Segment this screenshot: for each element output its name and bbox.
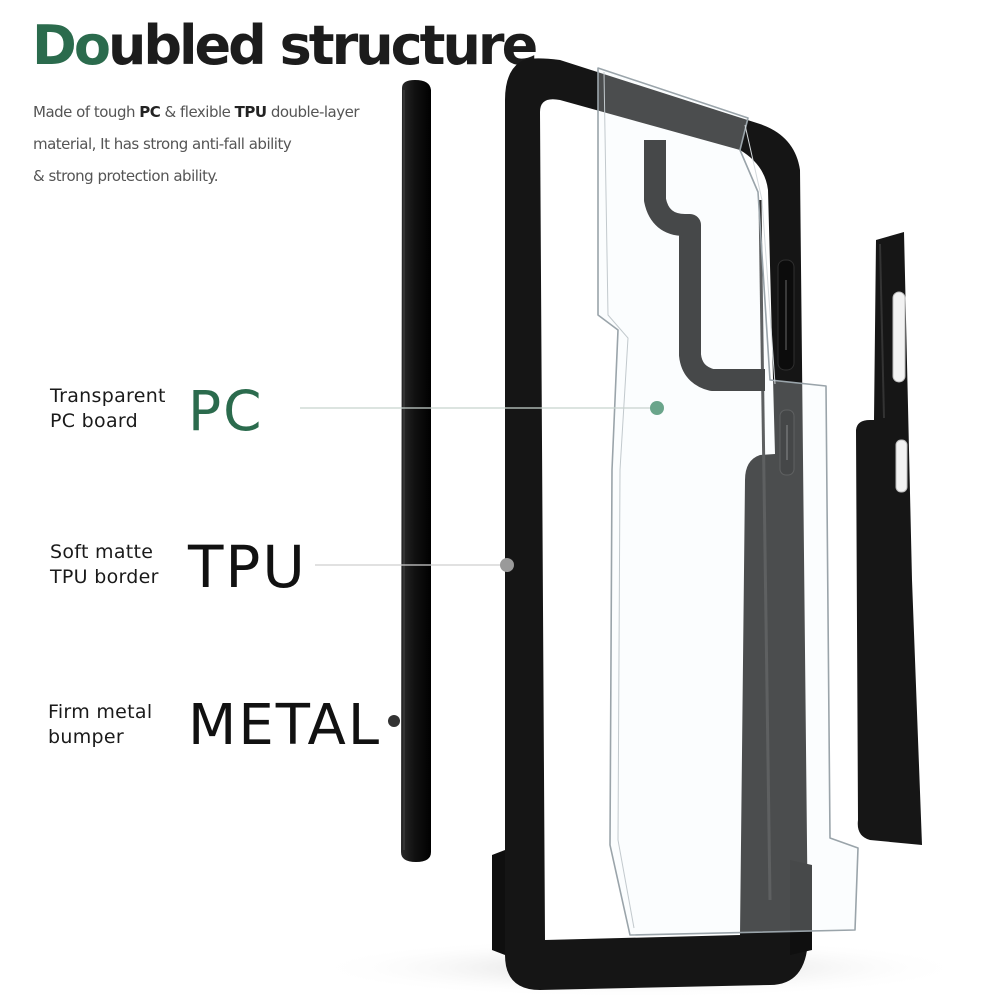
metal-side-bumper bbox=[856, 232, 922, 845]
headline-accent: Do bbox=[32, 14, 111, 77]
pc-leader-dot bbox=[650, 401, 664, 415]
pc-big-label: PC bbox=[188, 379, 264, 443]
metal-leader-dot bbox=[388, 715, 400, 727]
description-line-2: material, It has strong anti-fall abilit… bbox=[33, 135, 292, 153]
description: Made of tough PC & flexible TPU double-l… bbox=[33, 96, 433, 192]
tpu-frame bbox=[492, 58, 812, 990]
metal-bumper-rod bbox=[401, 80, 431, 862]
metal-big-label: METAL bbox=[188, 693, 382, 758]
transparent-pc-panel bbox=[597, 67, 859, 936]
pc-label: Transparent PC board bbox=[50, 385, 166, 432]
tpu-leader-dot bbox=[500, 558, 514, 572]
description-line-1: Made of tough PC & flexible TPU double-l… bbox=[33, 103, 360, 121]
tpu-big-label: TPU bbox=[188, 533, 307, 601]
metal-label: Firm metal bumper bbox=[48, 701, 153, 748]
headline-word1-rest: ubled bbox=[107, 14, 267, 77]
headline: Doubled structure bbox=[32, 14, 539, 79]
description-line-3: & strong protection ability. bbox=[33, 167, 218, 185]
tpu-label: Soft matte TPU border bbox=[50, 541, 159, 588]
headline-word2: structure bbox=[279, 14, 539, 77]
